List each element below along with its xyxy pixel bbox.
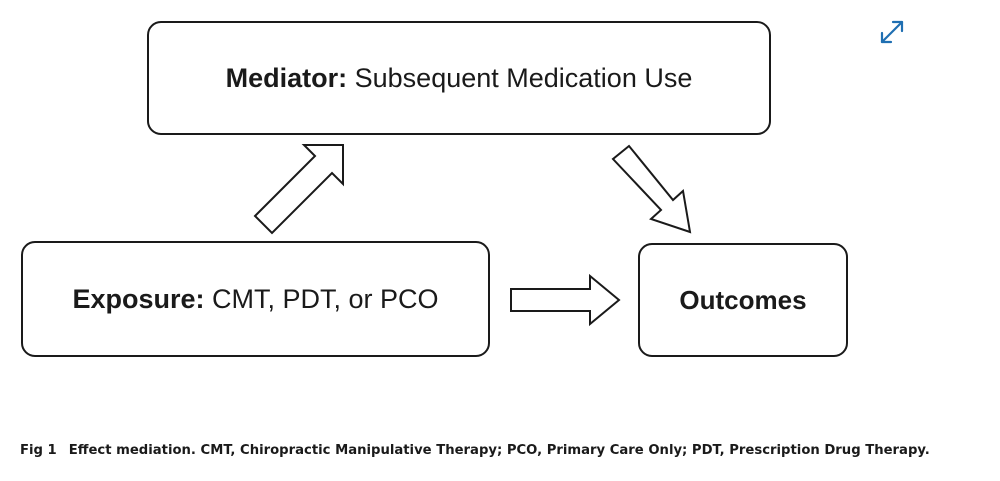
arrow-exposure-to-outcomes — [510, 273, 621, 327]
arrow-exposure-to-mediator — [253, 144, 344, 235]
outcomes-box: Outcomes — [638, 243, 848, 357]
mediator-box: Mediator: Subsequent Medication Use — [147, 21, 771, 135]
caption-text: Effect mediation. CMT, Chiropractic Mani… — [68, 443, 930, 458]
exposure-label: Exposure: — [72, 283, 205, 314]
outcomes-text: Outcomes — [679, 284, 807, 315]
expand-icon — [880, 20, 904, 44]
exposure-text: CMT, PDT, or PCO — [212, 283, 439, 314]
exposure-box: Exposure: CMT, PDT, or PCO — [21, 241, 490, 357]
arrow-mediator-to-outcomes — [611, 144, 692, 234]
figure-caption: Fig 1 Effect mediation. CMT, Chiropractic… — [20, 443, 990, 458]
figure-label: Fig 1 — [20, 443, 57, 458]
mediator-label: Mediator: — [225, 62, 348, 93]
mediator-text: Subsequent Medication Use — [354, 62, 693, 93]
expand-button[interactable] — [876, 16, 908, 48]
